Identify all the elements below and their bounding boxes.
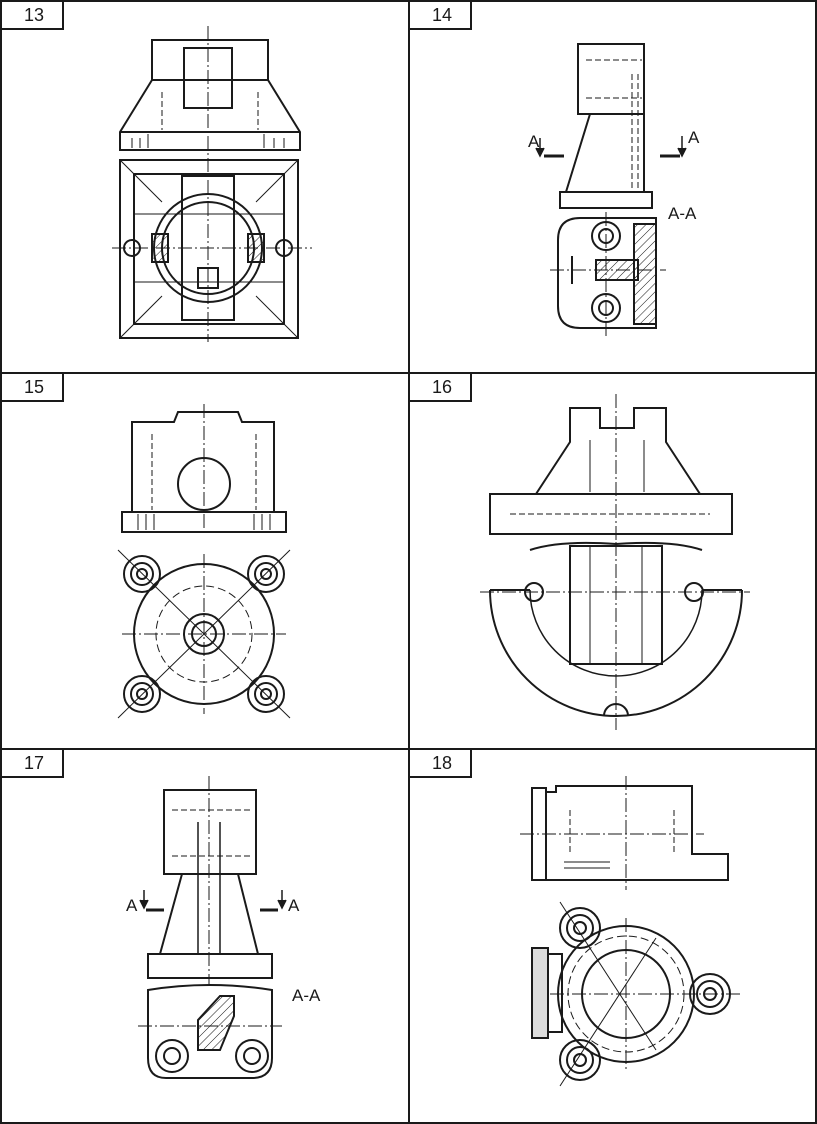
exercise-number: 16 — [410, 374, 472, 402]
exercise-number: 18 — [410, 750, 472, 778]
front-view — [121, 404, 287, 536]
exercise-number: 17 — [2, 750, 64, 778]
front-view — [559, 43, 653, 209]
section-label-right: A — [688, 128, 700, 147]
front-view — [119, 39, 301, 151]
drawing-18 — [520, 776, 740, 1087]
exercise-18: 18 — [408, 748, 817, 1124]
exercise-15: 15 — [0, 372, 410, 750]
section-view — [550, 212, 666, 336]
exercise-14: 14 — [408, 0, 817, 374]
exercise-13: 13 — [0, 0, 410, 374]
top-view — [480, 541, 750, 730]
section-arrows — [535, 136, 687, 158]
front-view — [520, 776, 729, 890]
section-label-right: A — [288, 896, 300, 915]
exercise-number: 14 — [410, 2, 472, 30]
section-view — [138, 984, 282, 1079]
top-view — [117, 549, 291, 719]
section-title: A-A — [668, 204, 697, 223]
exercise-number: 13 — [2, 2, 64, 30]
exercise-16: 16 — [408, 372, 817, 750]
section-label-left: A — [528, 132, 540, 151]
drawing-14 — [535, 43, 687, 336]
drawing-16 — [480, 394, 750, 730]
front-view — [147, 776, 273, 986]
exercise-17: 17 — [0, 748, 410, 1124]
top-view — [531, 901, 740, 1087]
drawing-15 — [117, 404, 291, 719]
section-label-left: A — [126, 896, 138, 915]
exercise-number: 15 — [2, 374, 64, 402]
top-view — [112, 159, 312, 339]
drawing-17 — [138, 776, 287, 1079]
section-arrows — [139, 890, 287, 912]
section-title: A-A — [292, 986, 321, 1005]
front-view — [489, 394, 733, 544]
drawing-13 — [112, 26, 312, 342]
